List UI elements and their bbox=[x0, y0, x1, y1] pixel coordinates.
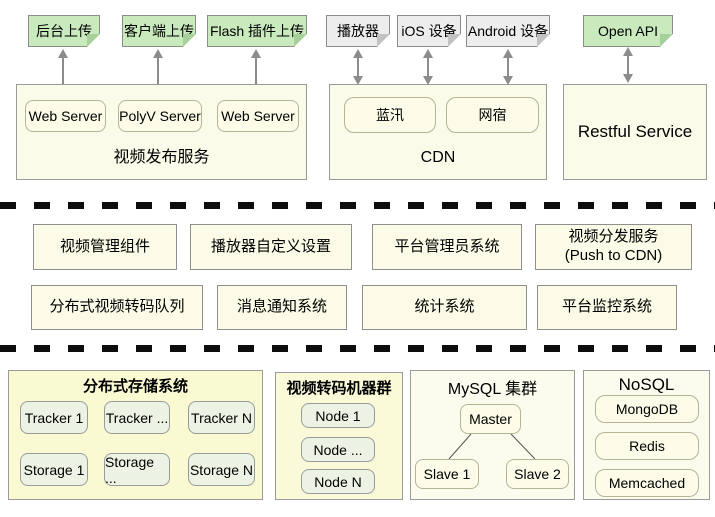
mysql-master-box: Master bbox=[460, 404, 521, 434]
note-label: 客户端上传 bbox=[124, 23, 194, 39]
note-label: Open API bbox=[598, 23, 658, 39]
node-label: Storage 1 bbox=[23, 461, 85, 478]
note-label: Android 设备 bbox=[467, 23, 549, 39]
mongodb-box: MongoDB bbox=[595, 395, 699, 423]
note-open-api: Open API bbox=[583, 15, 673, 47]
mysql-slave2-box: Slave 2 bbox=[506, 459, 569, 489]
module-label: 统计系统 bbox=[414, 298, 475, 316]
mysql-cluster-title: MySQL 集群 bbox=[447, 381, 538, 398]
node-label: Redis bbox=[629, 438, 665, 454]
replication-line-slave1 bbox=[448, 433, 472, 460]
provider-label: 蓝汛 bbox=[376, 107, 404, 123]
node-label: Memcached bbox=[608, 475, 686, 491]
module-video-management: 视频管理组件 bbox=[33, 224, 177, 270]
replication-line-slave2 bbox=[510, 433, 536, 460]
double-arrow-openapi-restful bbox=[623, 47, 633, 83]
storage-1-box: Storage 1 bbox=[20, 453, 88, 486]
provider-label: 网宿 bbox=[478, 107, 507, 123]
module-label: 平台监控系统 bbox=[561, 298, 652, 316]
note-label: iOS 设备 bbox=[401, 23, 457, 39]
node-label: Master bbox=[469, 411, 512, 427]
node-label: Slave 1 bbox=[423, 466, 471, 482]
node-label: Node 1 bbox=[315, 407, 361, 424]
node-label: Tracker ... bbox=[105, 409, 169, 426]
node-1-box: Node 1 bbox=[301, 403, 375, 428]
distributed-storage-container: 分布式存储系统 Tracker 1 Tracker ... Tracker N … bbox=[8, 370, 263, 500]
server-label: Web Server bbox=[221, 108, 295, 124]
memcached-box: Memcached bbox=[595, 469, 699, 497]
note-label: 播放器 bbox=[337, 23, 379, 39]
cdn-title: CDN bbox=[420, 149, 456, 166]
tracker-dots-box: Tracker ... bbox=[104, 401, 170, 434]
tracker-n-box: Tracker N bbox=[188, 401, 255, 434]
module-player-custom-settings: 播放器自定义设置 bbox=[190, 224, 352, 270]
node-dots-box: Node ... bbox=[301, 437, 375, 462]
module-video-distribution: 视频分发服务 (Push to CDN) bbox=[535, 224, 692, 270]
node-label: Storage ... bbox=[105, 453, 155, 486]
web-server-box-2: Web Server bbox=[217, 100, 299, 132]
module-message-notification: 消息通知系统 bbox=[217, 285, 347, 330]
server-label: PolyV Server bbox=[119, 108, 201, 124]
note-client-upload: 客户端上传 bbox=[122, 15, 196, 47]
publish-service-container: Web Server PolyV Server Web Server 视频发布服… bbox=[16, 84, 307, 180]
note-ios-device: iOS 设备 bbox=[397, 15, 461, 47]
web-server-box-1: Web Server bbox=[25, 100, 106, 132]
storage-dots-box: Storage ... bbox=[104, 453, 170, 486]
dashed-divider-top bbox=[0, 202, 715, 209]
node-label: Node ... bbox=[313, 441, 363, 458]
node-label: MongoDB bbox=[615, 401, 679, 417]
transcode-cluster-container: 视频转码机器群 Node 1 Node ... Node N bbox=[275, 372, 403, 500]
note-label: Flash 插件上传 bbox=[209, 23, 305, 39]
module-statistics-system: 统计系统 bbox=[362, 285, 527, 330]
cdn-provider-lanxun: 蓝汛 bbox=[344, 97, 436, 133]
module-distributed-transcode-queue: 分布式视频转码队列 bbox=[31, 285, 203, 330]
node-label: Storage N bbox=[189, 461, 254, 478]
nosql-container: NoSQL MongoDB Redis Memcached bbox=[583, 370, 710, 500]
node-label: Slave 2 bbox=[514, 466, 561, 482]
node-label: Node N bbox=[314, 473, 362, 490]
note-android-device: Android 设备 bbox=[466, 15, 550, 47]
module-label: 消息通知系统 bbox=[236, 298, 327, 316]
polyv-server-box: PolyV Server bbox=[118, 100, 202, 132]
double-arrow-player-cdn bbox=[353, 49, 363, 85]
module-label-line2: (Push to CDN) bbox=[564, 247, 663, 264]
dashed-divider-bottom bbox=[0, 345, 715, 352]
note-backend-upload: 后台上传 bbox=[28, 15, 100, 47]
mysql-slave1-box: Slave 1 bbox=[415, 459, 479, 489]
tracker-1-box: Tracker 1 bbox=[20, 401, 88, 434]
mysql-replication-lines bbox=[448, 433, 536, 460]
nosql-title: NoSQL bbox=[618, 375, 675, 394]
cdn-container: 蓝汛 网宿 CDN bbox=[329, 84, 547, 180]
note-flash-plugin-upload: Flash 插件上传 bbox=[207, 15, 307, 47]
publish-service-title: 视频发布服务 bbox=[113, 149, 210, 166]
server-label: Web Server bbox=[28, 108, 103, 124]
module-label: 视频管理组件 bbox=[59, 237, 150, 255]
node-label: Tracker 1 bbox=[24, 409, 84, 426]
double-arrow-ios-cdn bbox=[423, 49, 433, 85]
mysql-cluster-container: MySQL 集群 Master Slave 1 Slave 2 bbox=[410, 370, 575, 500]
module-label: 平台管理员系统 bbox=[394, 237, 500, 255]
transcode-cluster-title: 视频转码机器群 bbox=[286, 380, 392, 397]
cdn-provider-wangsu: 网宿 bbox=[446, 97, 539, 133]
note-label: 后台上传 bbox=[36, 23, 92, 39]
storage-n-box: Storage N bbox=[188, 453, 255, 486]
node-n-box: Node N bbox=[301, 469, 375, 494]
module-label: 分布式视频转码队列 bbox=[49, 298, 185, 316]
module-label-line1: 视频分发服务 bbox=[568, 228, 659, 246]
note-player: 播放器 bbox=[326, 15, 390, 47]
module-platform-admin-system: 平台管理员系统 bbox=[372, 224, 522, 270]
double-arrow-android-cdn bbox=[503, 49, 513, 85]
restful-service-title: Restful Service bbox=[577, 122, 693, 141]
restful-service-container: Restful Service bbox=[563, 84, 707, 180]
module-label: 播放器自定义设置 bbox=[210, 237, 331, 255]
distributed-storage-title: 分布式存储系统 bbox=[82, 378, 188, 395]
node-label: Tracker N bbox=[191, 409, 252, 426]
module-platform-monitoring: 平台监控系统 bbox=[537, 285, 677, 330]
redis-box: Redis bbox=[595, 432, 699, 460]
